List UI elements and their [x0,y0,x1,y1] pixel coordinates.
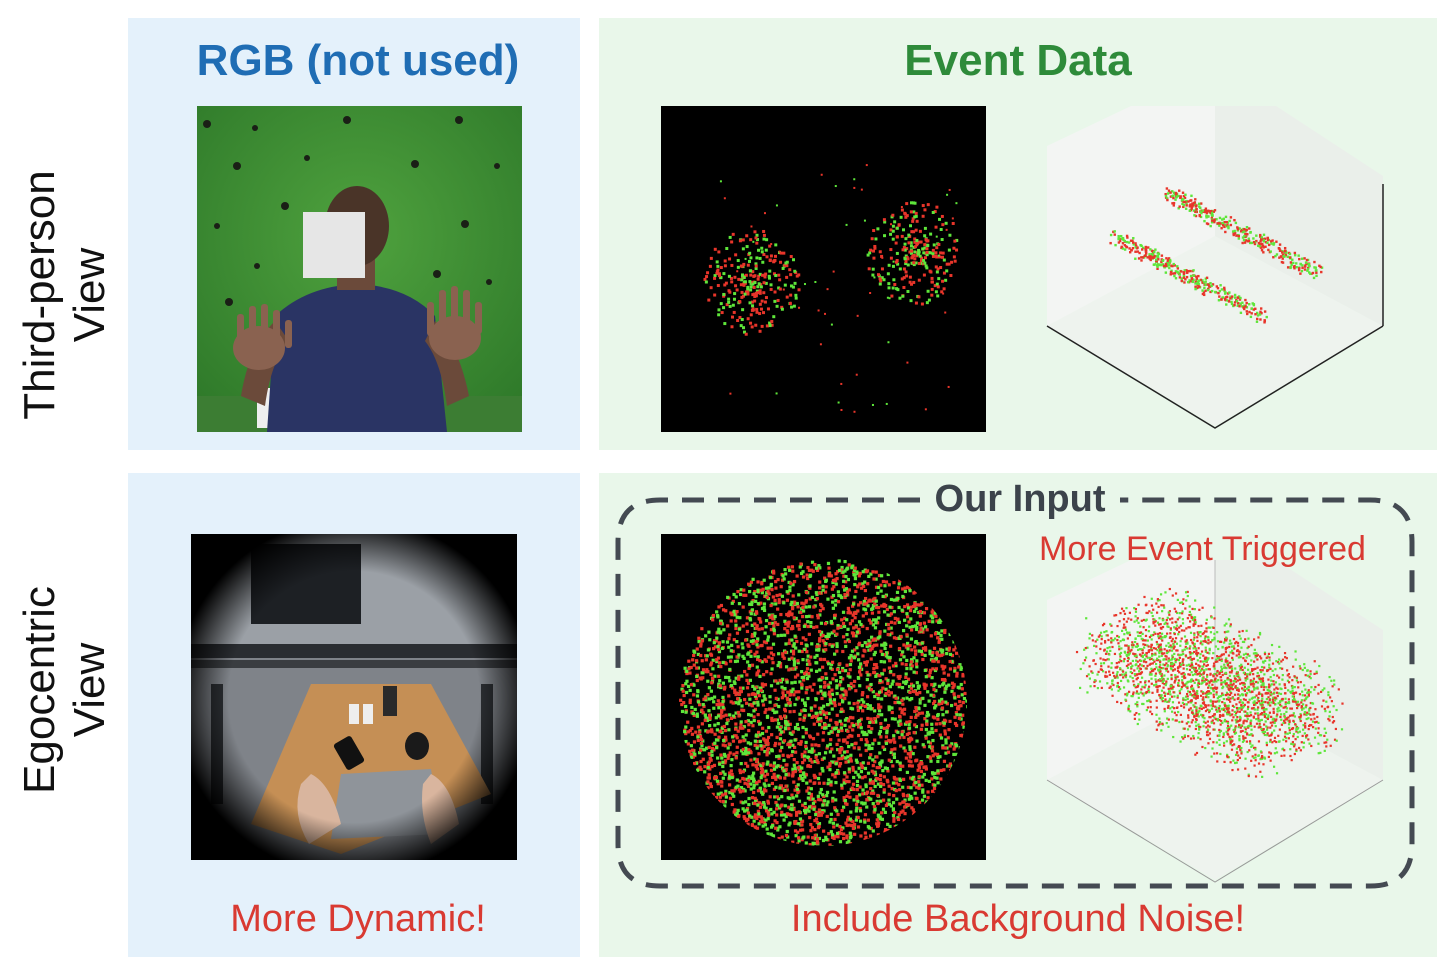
egocentric-event-3d-plot [1035,560,1395,890]
more-dynamic-note: More Dynamic! [230,898,486,940]
row-label-line-1: Third-person [15,170,64,420]
row-label-line-1: Egocentric [15,586,64,794]
our-input-frame [615,497,1415,889]
egocentric-rgb-image [191,534,517,860]
third-person-event-3d-plot [1035,106,1395,436]
row-label-line-2: View [65,247,114,343]
our-input-label: Our Input [934,478,1106,520]
egocentric-event-frame [661,534,986,860]
background-noise-note: Include Background Noise! [790,898,1246,940]
row-label-third-person: Third-person View [15,160,115,430]
third-person-event-frame [661,106,986,432]
row-label-egocentric: Egocentric View [15,555,115,825]
row-label-line-2: View [65,642,114,738]
rgb-column-title: RGB (not used) [196,36,520,85]
more-event-triggered-note: More Event Triggered [1039,530,1366,568]
event-column-title: Event Data [904,36,1132,85]
third-person-rgb-image [197,106,522,432]
